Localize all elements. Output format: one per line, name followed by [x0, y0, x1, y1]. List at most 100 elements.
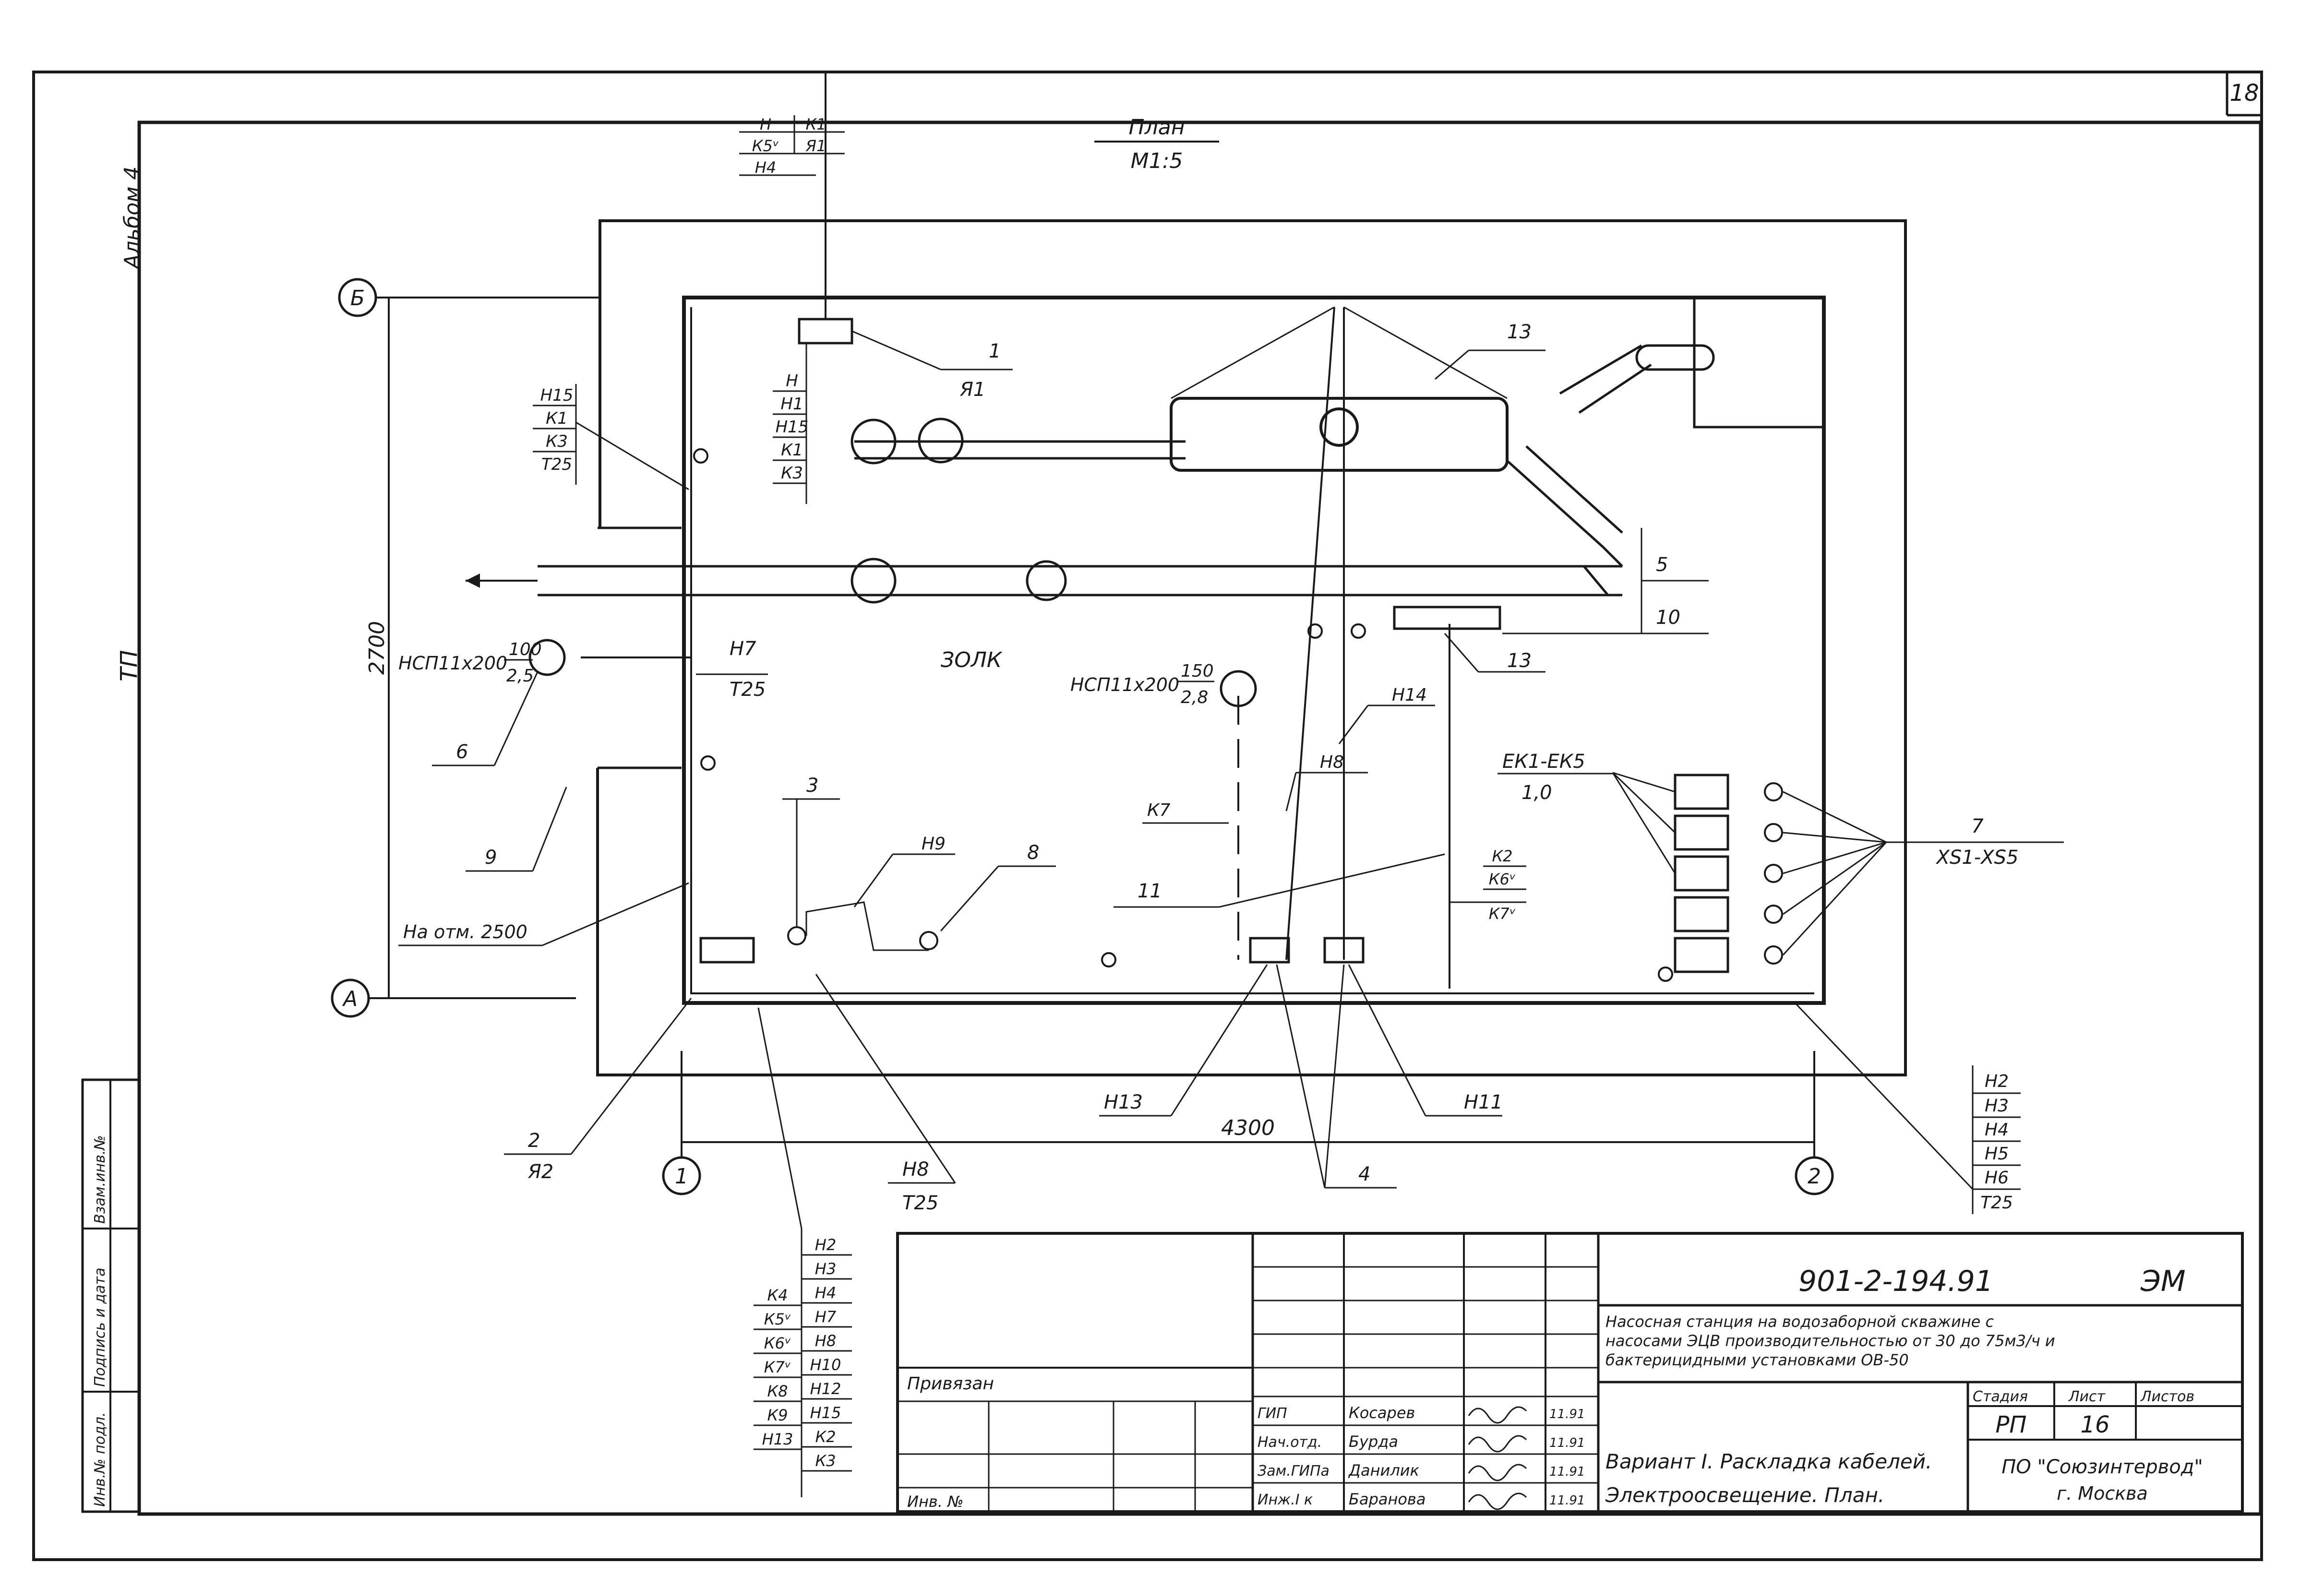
top-cable-r3a: Н4 — [755, 158, 776, 177]
date-1: 11.91 — [1549, 1407, 1585, 1421]
top-cable-r1b: К1 — [805, 115, 826, 133]
rb-cable-3: Н4 — [1985, 1120, 2009, 1140]
bl-cable-right-2: Н3 — [815, 1260, 836, 1278]
axis-a-label: А — [342, 987, 358, 1011]
date-4: 11.91 — [1549, 1493, 1585, 1508]
k-cable-1: К2 — [1492, 847, 1512, 865]
dim-height: 2700 — [365, 621, 389, 675]
axis-markers: Б А 1 2 2700 4300 — [331, 278, 1834, 1195]
item-1: 1 — [989, 340, 1001, 362]
box-ya2 — [699, 937, 755, 964]
signature-4 — [1468, 1492, 1527, 1510]
pipeline — [466, 344, 1715, 604]
left-cable-3: К3 — [546, 432, 568, 451]
date-3: 11.91 — [1549, 1465, 1585, 1479]
axis-1-label: 1 — [675, 1164, 688, 1189]
box-13 — [1393, 606, 1501, 630]
cable-routes — [581, 72, 1508, 993]
label-h8: Н8 — [1320, 752, 1344, 772]
stamp-sign-label: Подпись и дата — [92, 1268, 108, 1387]
socket-xs4 — [1764, 905, 1783, 924]
top-cable-r2b: Я1 — [805, 137, 827, 155]
org-name: ПО "Союзинтервод" — [2001, 1456, 2203, 1478]
heater-ek5 — [1674, 937, 1729, 973]
name-1: Косарев — [1349, 1404, 1415, 1422]
name-4: Баранова — [1349, 1490, 1426, 1508]
bl-cable-left-2: К5ᵛ — [764, 1310, 791, 1328]
lamp-1-den: 2,5 — [506, 666, 534, 686]
socket-xs1 — [1764, 782, 1783, 801]
top-cable-table: Н К1 К5ᵛ Я1 Н4 — [739, 115, 845, 177]
sheets-header: Листов — [2140, 1388, 2194, 1405]
heater-ek4 — [1674, 896, 1729, 932]
bl-cable-left-1: К4 — [767, 1286, 788, 1304]
name-2: Бурда — [1349, 1432, 1398, 1451]
axis-b-label: Б — [350, 286, 365, 310]
role-3: Зам.ГИПа — [1258, 1463, 1330, 1480]
role-5: Н.контр. — [1258, 1510, 1260, 1511]
lamp-2-num: 150 — [1181, 661, 1214, 681]
sheet-value: 16 — [2080, 1411, 2109, 1438]
bl-cable-right-7: Н12 — [810, 1380, 841, 1398]
bl-cable-left-7: Н13 — [762, 1430, 793, 1448]
bl-cable-right-10: К3 — [815, 1452, 836, 1470]
side-stamp: Инв.№ подл. Подпись и дата Взам.инв.№ — [81, 1078, 141, 1513]
project-title-2: насосами ЭЦВ производительностью от 30 д… — [1605, 1332, 2055, 1350]
bl-cable-left-6: К9 — [767, 1406, 788, 1424]
room-label: ЗОЛК — [941, 648, 1003, 672]
rb-cable-4: Н5 — [1985, 1144, 2009, 1164]
signature-1 — [1468, 1406, 1527, 1424]
box-ya1 — [798, 318, 853, 345]
date-2: 11.91 — [1549, 1436, 1585, 1450]
socket-xs2 — [1764, 823, 1783, 842]
left-cable-1: Н15 — [540, 386, 574, 405]
junction-boxes — [699, 318, 1501, 964]
album-label: Альбом 4 — [120, 167, 144, 270]
title-block: Привязан Инв. № 901-2-194.91 ЭМ Насосная… — [896, 1232, 2244, 1513]
item-leaders: 1 Я1 13 5 10 13 6 9 На отм. 2500 3 Н9 8 — [398, 321, 1709, 1214]
bl-cable-right-5: Н8 — [815, 1332, 836, 1350]
lamp-1-num: 100 — [509, 640, 542, 659]
label-h14: Н14 — [1392, 685, 1427, 705]
sheet-corner-number: 18 — [2229, 80, 2259, 107]
name-3: Данилик — [1348, 1461, 1420, 1480]
lamp-2-den: 2,8 — [1181, 688, 1208, 707]
project-title-1: Насосная станция на водозаборной скважин… — [1605, 1313, 1994, 1331]
role-4: Инж.I к — [1258, 1492, 1313, 1508]
box1-cable-stack: Н Н1 Н15 К1 К3 — [773, 343, 808, 504]
label-h9: Н9 — [922, 834, 946, 854]
right-bottom-cable-stack: Н2 Н3 Н4 Н5 Н6 Т25 — [1794, 1002, 2021, 1214]
dim-width: 4300 — [1221, 1116, 1275, 1140]
item-h11: Н11 — [1464, 1091, 1503, 1113]
rb-cable-6: Т25 — [1980, 1193, 2013, 1213]
heater-ek2 — [1674, 814, 1729, 851]
rb-cable-2: Н3 — [1985, 1096, 2009, 1116]
item-13a: 13 — [1507, 321, 1532, 343]
mark-2500: На отм. 2500 — [403, 921, 527, 943]
box-4b — [1323, 937, 1365, 964]
plan-title: План — [1129, 115, 1185, 140]
item-13b: 13 — [1507, 650, 1532, 672]
box1-cable-5: К3 — [781, 464, 803, 483]
bl-cable-right-1: Н2 — [815, 1236, 836, 1254]
inv-label: Инв. № — [907, 1492, 963, 1511]
tp-label: ТП — [116, 650, 143, 681]
lamp-2-label: НСП11х200 150 2,8 — [1070, 661, 1214, 707]
item-6: 6 — [456, 741, 468, 763]
lamp-1-name: НСП11х200 — [398, 653, 507, 674]
stamp-inv-label: Инв.№ подл. — [92, 1412, 108, 1507]
bl-cable-right-8: Н15 — [810, 1404, 841, 1422]
item-8: 8 — [1027, 842, 1039, 864]
left-cable-4: Т25 — [541, 455, 572, 474]
rb-cable-1: Н2 — [1985, 1072, 2009, 1091]
drawing-title-2: Электроосвещение. План. — [1605, 1483, 1884, 1507]
sheet-header: Лист — [2068, 1388, 2106, 1405]
lamp-2-name: НСП11х200 — [1070, 674, 1179, 695]
name-5: Князева — [1349, 1510, 1351, 1511]
axis-2-label: 2 — [1808, 1164, 1821, 1189]
stamp-replace-label: Взам.инв.№ — [92, 1135, 108, 1224]
lamp-1 — [528, 639, 566, 676]
item-2: 2 — [528, 1130, 540, 1152]
